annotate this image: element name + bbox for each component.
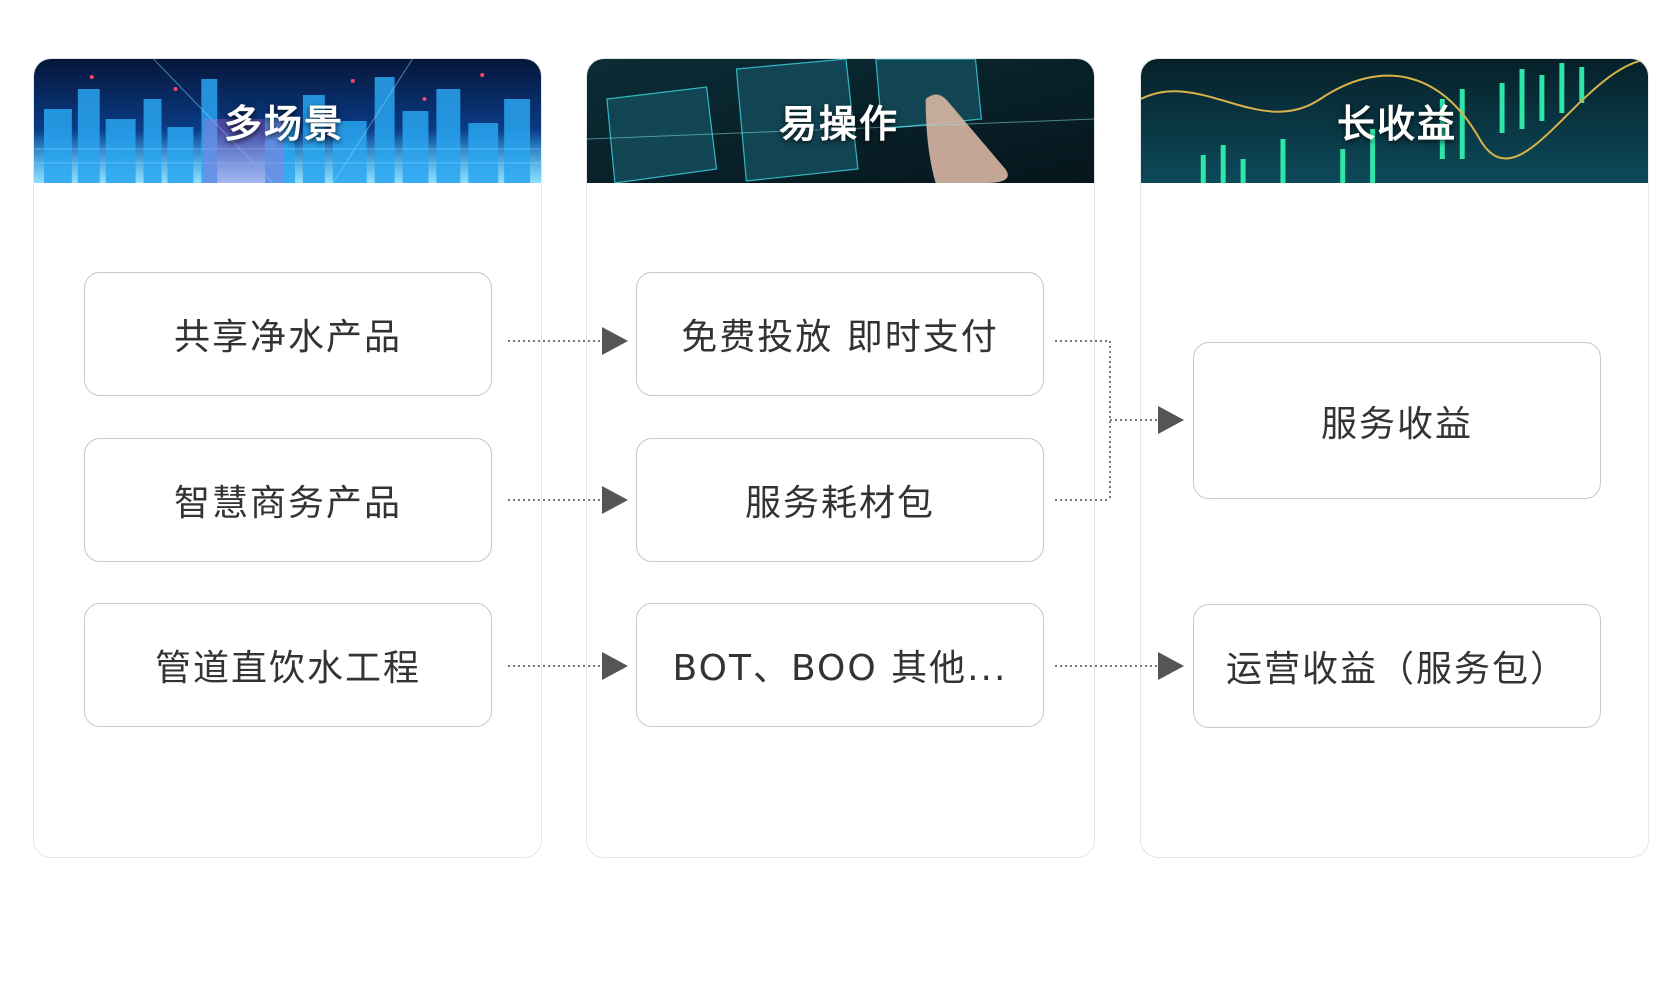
box-smart-business-product: 智慧商务产品 <box>84 438 492 562</box>
stock-chart-image <box>1141 59 1648 183</box>
banner-stock-image: 长收益 <box>1141 59 1648 183</box>
touch-panel-image <box>587 59 1094 183</box>
box-service-consumables: 服务耗材包 <box>636 438 1044 562</box>
banner-touch-image: 易操作 <box>587 59 1094 183</box>
box-bot-boo-other: BOT、BOO 其他... <box>636 603 1044 727</box>
box-shared-water-product: 共享净水产品 <box>84 272 492 396</box>
banner-city-image: 多场景 <box>34 59 541 183</box>
city-skyline-image <box>34 59 541 183</box>
column-title: 易操作 <box>779 102 900 146</box>
box-operation-revenue: 运营收益（服务包） <box>1193 604 1601 728</box>
column-title: 多场景 <box>224 102 345 146</box>
box-pipeline-water-project: 管道直饮水工程 <box>84 603 492 727</box>
box-service-revenue: 服务收益 <box>1193 342 1601 499</box>
box-free-placement-instant-pay: 免费投放 即时支付 <box>636 272 1044 396</box>
column-title: 长收益 <box>1337 102 1458 146</box>
